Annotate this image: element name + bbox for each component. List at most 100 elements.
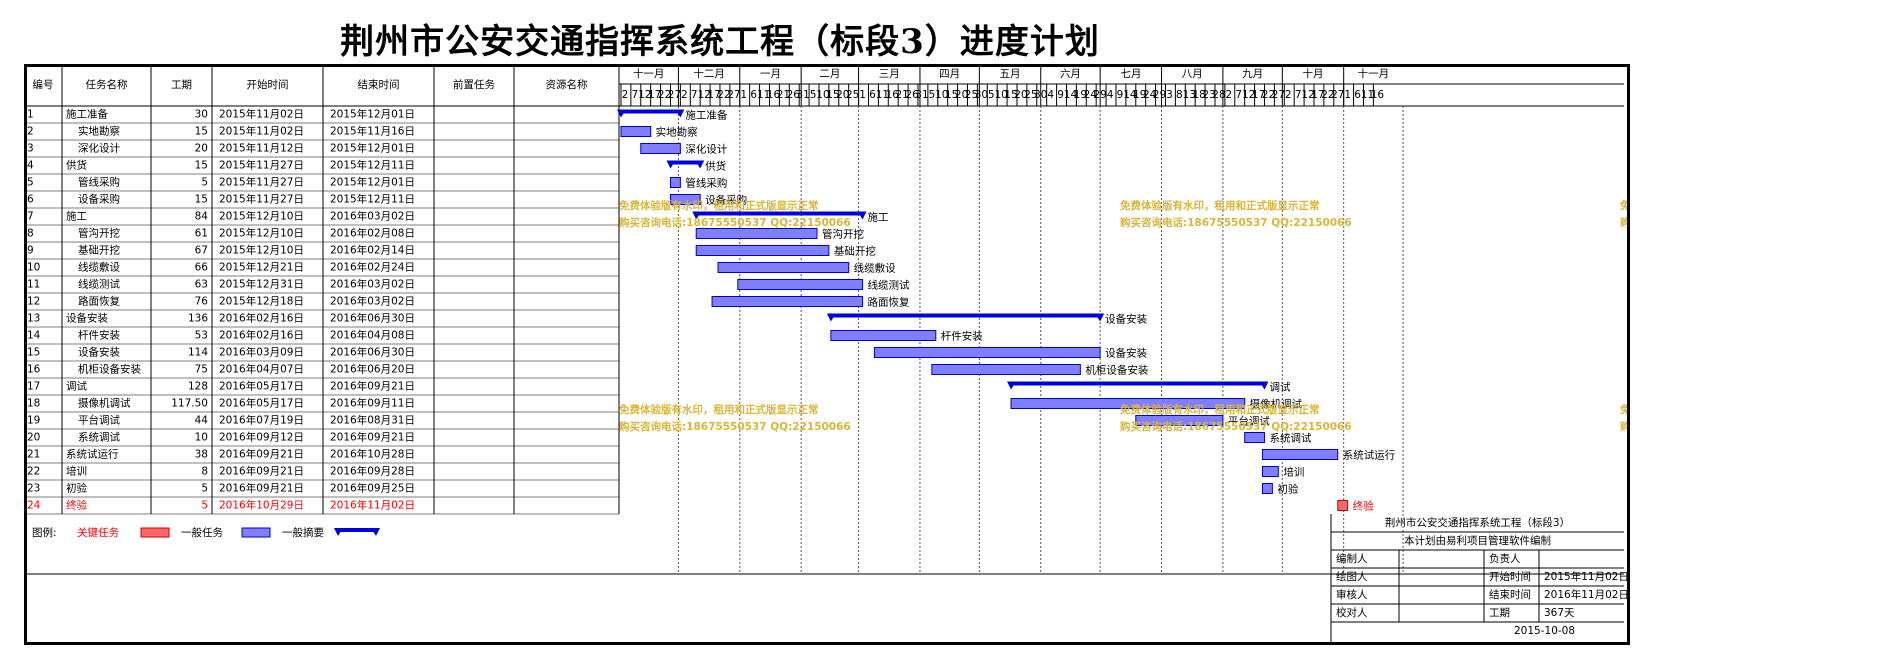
month-label: 六月 [1060, 68, 1081, 80]
task-name: 杆件安装 [78, 329, 120, 342]
bar-label: 供货 [705, 160, 726, 173]
month-label: 八月 [1182, 68, 1203, 80]
task-id: 10 [27, 262, 40, 274]
day-tick-label: 27 [668, 89, 681, 101]
task-start: 2016年09月21日 [219, 465, 304, 478]
task-duration: 128 [188, 381, 208, 393]
watermark-line1: 免费体验版有水印，租用和正式版显示正常 [1620, 403, 1630, 416]
day-tick-label: 7 [691, 89, 698, 101]
table-header-cell: 任务名称 [86, 78, 128, 91]
day-tick-label: 24 [1143, 89, 1157, 101]
task-end: 2016年04月08日 [330, 329, 415, 342]
task-id: 11 [27, 279, 40, 291]
info-note: 本计划由易利项目管理软件编制 [1404, 534, 1551, 547]
task-bar [695, 228, 818, 239]
summary-end-marker [857, 211, 867, 220]
watermark-line1: 免费体验版有水印，租用和正式版显示正常 [1120, 403, 1320, 416]
task-id: 8 [27, 228, 34, 240]
day-tick-label: 2 [1226, 89, 1233, 101]
day-tick-label: 11 [757, 89, 770, 101]
task-bar [1262, 483, 1273, 494]
task-name: 设备采购 [78, 193, 120, 206]
table-header-cell: 工期 [171, 79, 192, 91]
task-name: 线缆测试 [78, 278, 120, 291]
task-duration: 75 [195, 364, 208, 376]
task-name: 平台调试 [78, 414, 120, 427]
month-label: 七月 [1120, 68, 1141, 80]
task-name: 系统试运行 [66, 448, 119, 461]
summary-bar [696, 211, 863, 216]
task-name: 管线采购 [78, 176, 120, 189]
watermark-line2: 购买咨询电话:18675550537 QQ:22150066 [619, 216, 851, 229]
legend-critical-label: 关键任务 [77, 526, 119, 539]
day-tick-label: 12 [1242, 89, 1255, 101]
task-id: 21 [27, 449, 40, 461]
task-name: 深化设计 [78, 142, 120, 155]
task-end: 2015年12月11日 [330, 159, 415, 172]
task-start: 2016年07月19日 [219, 414, 304, 427]
day-tick-label: 27 [1331, 89, 1344, 101]
day-tick-label: 1 [859, 89, 866, 101]
task-id: 4 [27, 160, 34, 172]
bar-label: 路面恢复 [868, 296, 910, 309]
task-start: 2015年12月18日 [219, 295, 304, 308]
month-label: 十一月 [633, 67, 665, 80]
bar-label: 施工准备 [685, 109, 727, 122]
task-start: 2016年02月16日 [219, 329, 304, 342]
day-tick-label: 26 [787, 89, 801, 101]
task-name: 机柜设备安装 [78, 363, 141, 376]
bar-label: 初验 [1277, 483, 1299, 496]
task-duration: 67 [195, 245, 208, 257]
day-tick-label: 20 [955, 89, 968, 101]
day-tick-label: 15 [826, 89, 839, 101]
watermark-line1: 免费体验版有水印，租用和正式版显示正常 [1120, 199, 1320, 212]
task-bar [640, 143, 681, 154]
task-id: 2 [27, 126, 34, 138]
task-name: 调试 [66, 381, 87, 393]
task-duration: 38 [195, 449, 208, 461]
task-id: 14 [27, 330, 41, 342]
task-start: 2015年11月27日 [219, 193, 304, 206]
bar-label: 系统调试 [1269, 432, 1311, 445]
task-start: 2016年02月16日 [219, 312, 304, 325]
task-bar [931, 364, 1081, 375]
task-name: 路面恢复 [78, 295, 120, 308]
info-cell: 结束时间 [1489, 588, 1531, 601]
bar-label: 调试 [1269, 382, 1291, 394]
bar-label: 平台调试 [1228, 415, 1270, 428]
task-duration: 53 [195, 330, 208, 342]
day-tick-label: 22 [1262, 89, 1275, 101]
task-id: 3 [27, 143, 34, 155]
legend-critical-swatch [140, 527, 170, 538]
task-duration: 117.50 [171, 398, 208, 410]
day-tick-label: 10 [816, 89, 829, 101]
bar-label: 基础开挖 [834, 245, 876, 258]
task-end: 2016年02月14日 [330, 244, 415, 257]
day-tick-label: 31 [915, 89, 928, 101]
summary-bar [620, 109, 681, 114]
bar-label: 深化设计 [685, 143, 727, 156]
task-start: 2015年12月10日 [219, 210, 304, 223]
task-bar [873, 347, 1101, 358]
day-tick-label: 11 [1361, 89, 1374, 101]
day-tick-label: 30 [975, 89, 988, 101]
day-tick-label: 29 [1153, 89, 1166, 101]
day-tick-label: 6 [750, 89, 757, 101]
watermark-line2: 购买咨询电话:18675550537 QQ:22150066 [619, 420, 851, 433]
bar-label: 线缆敷设 [854, 262, 896, 275]
bar-label: 培训 [1283, 466, 1304, 479]
task-id: 15 [27, 347, 40, 359]
day-tick-label: 12 [1301, 89, 1314, 101]
day-tick-label: 9 [1117, 89, 1124, 101]
day-tick-label: 22 [658, 89, 671, 101]
summary-bar [670, 160, 701, 165]
task-end: 2016年08月31日 [330, 414, 415, 427]
task-duration: 10 [195, 432, 208, 444]
task-end: 2015年12月11日 [330, 193, 415, 206]
task-id: 12 [27, 296, 40, 308]
task-bar [669, 194, 701, 205]
day-tick-label: 16 [767, 89, 781, 101]
task-start: 2015年11月12日 [219, 142, 304, 155]
task-duration: 63 [195, 279, 208, 291]
month-label: 二月 [819, 68, 840, 80]
